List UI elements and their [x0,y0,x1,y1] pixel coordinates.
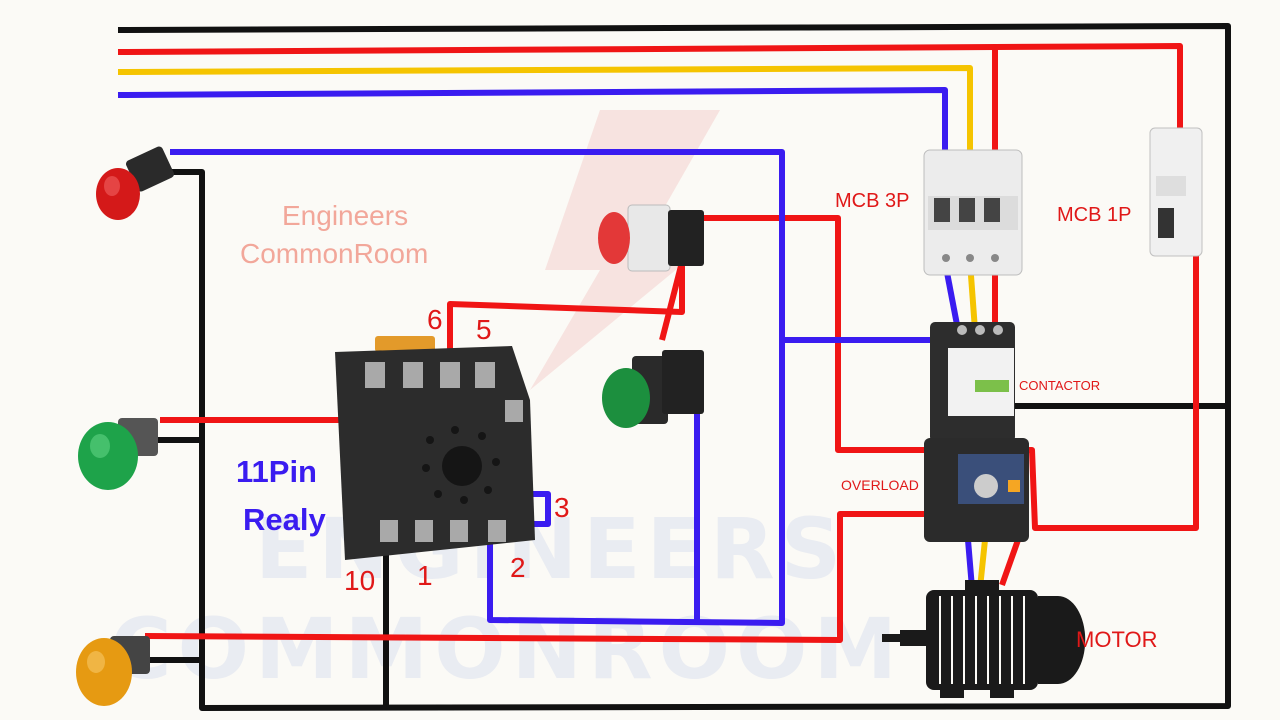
overload-relay-icon [924,438,1029,542]
overload-label: OVERLOAD [841,477,919,493]
relay-pin-3: 3 [554,492,570,523]
wire-red-phase [117,43,1199,643]
mcb-3-pole-icon [923,149,1023,276]
brand-line2: CommonRoom [240,238,429,269]
motor-label: MOTOR [1076,627,1158,652]
contactor-label: CONTACTOR [1019,378,1101,393]
relay-pin-1: 1 [417,560,433,591]
relay-pin-2: 2 [510,552,526,583]
mcb1p-label: MCB 1P [1057,204,1132,226]
relay-pin-5: 5 [476,314,492,345]
watermark-line2: COMMONROOM [110,600,904,698]
mcb3p-label: MCB 3P [835,190,910,212]
relay-title-line1: 11Pin [236,454,317,489]
relay-title-line2: Realy [243,502,326,537]
red-stop-pushbutton-icon [598,204,704,272]
wire-black-main [117,23,1231,711]
relay-pin-6: 6 [427,304,443,335]
amber-pilot-lamp-icon [76,636,150,706]
relay-pin-10: 10 [344,565,376,596]
contactor-icon [930,322,1015,442]
motor-icon [882,580,1086,698]
green-start-pushbutton-icon [602,350,704,428]
red-pilot-lamp-icon [96,146,174,220]
mcb-1-pole-icon [1149,127,1203,257]
brand-line1: Engineers [282,200,409,231]
green-pilot-lamp-icon [78,418,158,490]
relay-socket-icon [335,336,535,560]
